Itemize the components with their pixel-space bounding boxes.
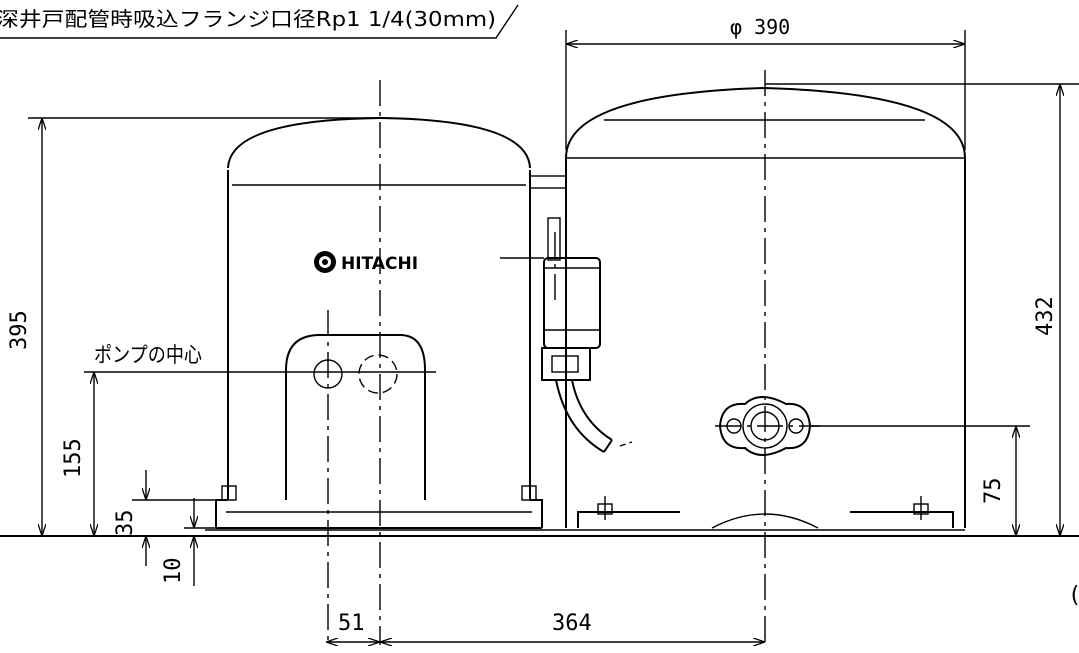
suction-flange-note: 深井戸配管時吸込フランジ口径Rp1 1/4(30mm) (0, 4, 519, 39)
suction-note-leader (0, 4, 519, 39)
dim-tank-diameter: φ 390 (565, 15, 966, 150)
pump-motor: HITACHI (215, 116, 543, 529)
motor-cap (227, 116, 531, 169)
pump-center-callout: ポンプの中心 155 (61, 343, 436, 536)
dim-overall-height: 395 (7, 117, 380, 536)
dim-155-text: 155 (61, 438, 86, 478)
pump-center-label: ポンプの中心 (94, 343, 202, 367)
hitachi-logo: HITACHI (314, 251, 418, 274)
suction-note-text: 深井戸配管時吸込フランジ口径Rp1 1/4(30mm) (0, 7, 496, 31)
bolt-left (597, 496, 613, 520)
dim-35-text: 35 (113, 510, 138, 537)
dim-364-text: 364 (552, 611, 592, 636)
dim-75-text: 75 (981, 478, 1006, 505)
dim-base: 35 10 (113, 470, 216, 586)
connector-pipe (529, 175, 567, 189)
dim-10-text: 10 (161, 558, 186, 585)
dim-tank-height: 432 (765, 83, 1079, 536)
pump-housing (285, 334, 426, 500)
bolt-right (913, 496, 929, 520)
dim-flange-height: 75 (810, 425, 1030, 536)
dim-395-text: 395 (7, 310, 32, 350)
dim-432-text: 432 (1033, 296, 1058, 336)
cut-paren: ( (1068, 583, 1079, 608)
dim-51-text: 51 (338, 611, 365, 636)
dim-diameter-text: φ 390 (730, 15, 790, 39)
port-large (358, 354, 398, 394)
dim-horizontal-bottom: 51 364 (326, 611, 765, 642)
